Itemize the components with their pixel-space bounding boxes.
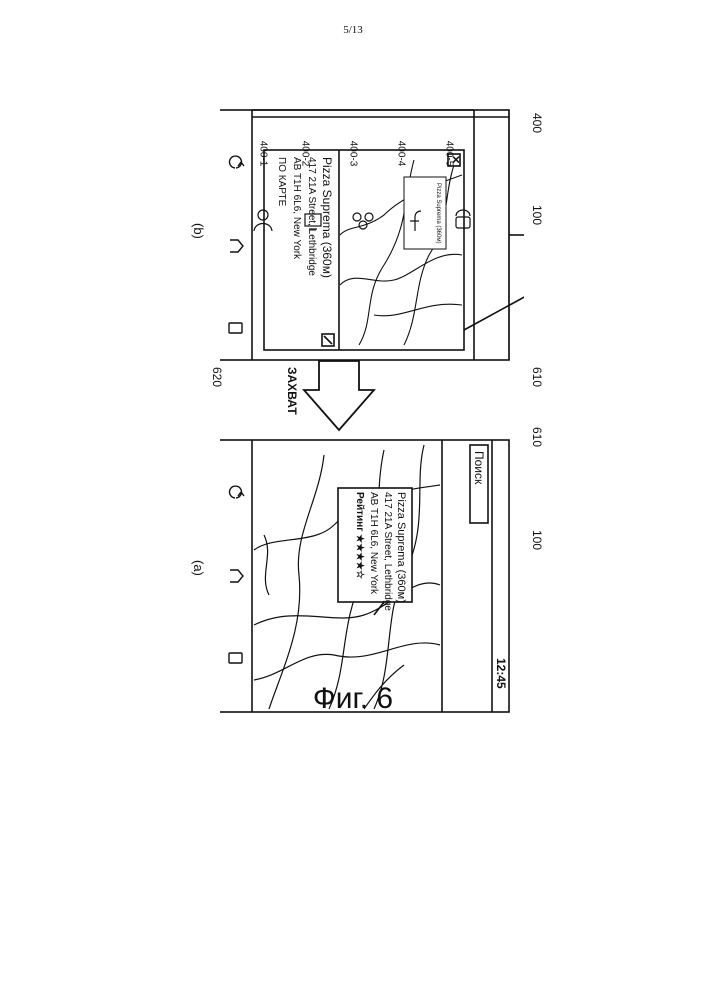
popup-a-line1: 417 21A Street, Lethbridge (380, 492, 394, 611)
ref-100-b: 100 (530, 205, 544, 225)
ref-400-4: 400-4 (395, 141, 406, 167)
capture-arrow (304, 361, 374, 430)
popup-a-rating-stars: ★★★★☆ (354, 534, 365, 579)
page-number: 5/13 (0, 24, 706, 36)
ref-400-3: 400-3 (347, 141, 358, 167)
share-icon-group (353, 213, 373, 229)
ref-610-b: 610 (530, 367, 544, 387)
ref-100-a: 100 (530, 530, 544, 550)
popup-a-title: Pizza Suprema (360м) (394, 492, 408, 611)
popup-a-line2: AB T1H 6L6, New York (366, 492, 380, 611)
share-icon-person (254, 210, 272, 231)
popup-a-rating-label: Рейтинг (354, 492, 365, 531)
sublabel-a: (a) (191, 560, 206, 576)
ref-620: 620 (210, 367, 224, 387)
capture-label: ЗАХВАТ (285, 367, 299, 415)
ref-610-a: 610 (530, 427, 544, 447)
share-icon-tv (305, 214, 321, 229)
figure-caption: Фиг. 6 (0, 682, 706, 716)
popup-a[interactable]: Pizza Suprema (360м) 417 21A Street, Let… (352, 492, 408, 611)
share-panel: 400-1 400-2 400-3 400-4 400-5 (240, 150, 480, 210)
ref-400-2: 400-2 (299, 141, 310, 167)
ref-400-1: 400-1 (257, 141, 268, 167)
share-icons (245, 205, 495, 237)
ref-400: 400 (530, 113, 544, 133)
sublabel-b: (b) (191, 223, 206, 239)
ref-400-5: 400-5 (443, 141, 454, 167)
search-input[interactable]: Поиск (472, 451, 486, 484)
share-icon-facebook (410, 211, 421, 231)
share-icon-android (456, 210, 470, 228)
